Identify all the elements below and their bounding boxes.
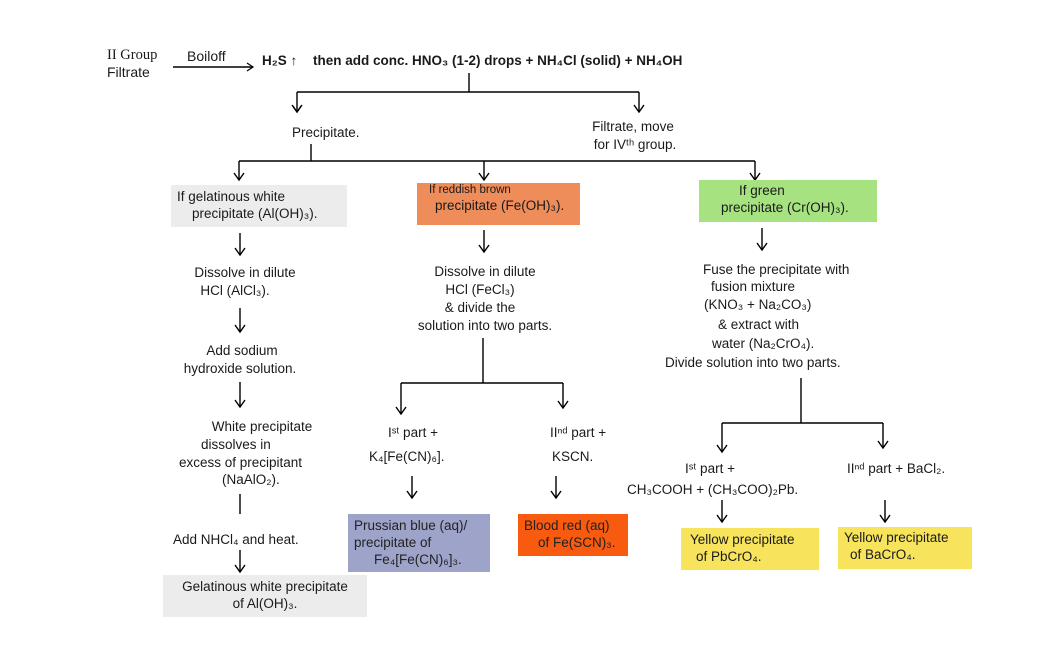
aluminium-step3-line2: dissolves in — [201, 437, 271, 452]
chromium-part1-line1: Iˢᵗ part + — [685, 461, 735, 476]
chromium-condition-line2: precipitate (Cr(OH)₃). — [721, 200, 849, 215]
aluminium-result-box: Gelatinous white precipitate of Al(OH)₃. — [163, 575, 367, 617]
iron-part2-line2: KSCN. — [552, 449, 594, 464]
aluminium-step3-line3: excess of precipitant — [179, 455, 303, 470]
aluminium-result-line2: of Al(OH)₃. — [232, 596, 298, 611]
aluminium-step3-line4: (NaAlO₂). — [222, 472, 280, 487]
aluminium-step1-line1: Dissolve in dilute — [194, 265, 296, 280]
aluminium-result-line1: Gelatinous white precipitate — [182, 579, 348, 594]
iron-step1-line1: Dissolve in dilute — [434, 264, 536, 279]
aluminium-step2-line1: Add sodium — [206, 343, 278, 358]
aluminium-step3-line1: White precipitate — [211, 419, 313, 434]
bacro4-result-box: Yellow precipitate of BaCrO₄. — [838, 527, 972, 569]
chromium-step1-line3: (KNO₃ + Na₂CO₃) — [704, 297, 812, 312]
prussian-result-line3: Fe₄[Fe(CN)₆]₃. — [374, 552, 462, 567]
iron-step1-line3: & divide the — [444, 300, 516, 315]
pbcro4-result-box: Yellow precipitate of PbCrO₄. — [681, 528, 819, 570]
start-label-line1: II Group — [107, 47, 158, 63]
filtrate-label-line1: Filtrate, move — [592, 119, 674, 134]
precipitate-label: Precipitate. — [292, 125, 360, 140]
prussian-result-line1: Prussian blue (aq)/ — [354, 518, 468, 533]
blood-red-result-line2: of Fe(SCN)₃. — [538, 535, 616, 550]
iron-condition-box: If reddish brown precipitate (Fe(OH)₃). — [417, 183, 580, 225]
iron-part1-line1: Iˢᵗ part + — [388, 425, 438, 440]
pbcro4-result-line1: Yellow precipitate — [690, 532, 795, 547]
prussian-blue-result-box: Prussian blue (aq)/ precipitate of Fe₄[F… — [348, 514, 490, 572]
iron-step1-line4: solution into two parts. — [417, 318, 553, 333]
prussian-result-line2: precipitate of — [354, 535, 432, 550]
bacro4-result-line2: of BaCrO₄. — [850, 547, 916, 562]
reagent-text: then add conc. HNO₃ (1-2) drops + NH₄Cl … — [313, 53, 683, 68]
bacro4-result-line1: Yellow precipitate — [844, 530, 949, 545]
chromium-part1-line2: CH₃COOH + (CH₃COO)₂Pb. — [627, 482, 799, 497]
chromium-step1-line4: & extract with — [718, 317, 800, 332]
pbcro4-result-line2: of PbCrO₄. — [696, 549, 762, 564]
chromium-step1-line1: Fuse the precipitate with — [703, 262, 850, 277]
iron-condition-line2: precipitate (Fe(OH)₃). — [435, 198, 565, 213]
aluminium-condition-line2: precipitate (Al(OH)₃). — [192, 206, 318, 221]
iron-part1-line2: K₄[Fe(CN)₆]. — [369, 449, 445, 464]
boiloff-label: Boiloff — [187, 48, 226, 64]
aluminium-step2-line2: hydroxide solution. — [183, 361, 297, 376]
iron-condition-line1: If reddish brown — [429, 184, 511, 196]
blood-red-result-box: Blood red (aq) of Fe(SCN)₃. — [518, 514, 628, 556]
iron-part2-line1: IIⁿᵈ part + — [550, 425, 607, 440]
blood-red-result-line1: Blood red (aq) — [524, 518, 610, 533]
chromium-part2-line1: IIⁿᵈ part + BaCl₂. — [847, 461, 946, 476]
chromium-condition-line1: If green — [739, 183, 785, 198]
start-label-line2: Filtrate — [107, 64, 150, 80]
aluminium-condition-box: If gelatinous white precipitate (Al(OH)₃… — [171, 185, 347, 227]
filtrate-label-line2: for IVᵗʰ group. — [593, 137, 677, 152]
h2s-label: H₂S ↑ — [262, 53, 298, 68]
chromium-step1-line2: fusion mixture — [711, 279, 796, 294]
aluminium-step1-line2: HCl (AlCl₃). — [200, 283, 270, 298]
chromium-condition-box: If green precipitate (Cr(OH)₃). — [699, 180, 877, 222]
chromium-step1-line5: water (Na₂CrO₄). — [712, 336, 815, 351]
chromium-step1-line6: Divide solution into two parts. — [665, 355, 841, 370]
aluminium-step4: Add NHCl₄ and heat. — [173, 532, 299, 547]
iron-step1-line2: HCl (FeCl₃) — [445, 282, 515, 297]
aluminium-condition-line1: If gelatinous white — [177, 189, 286, 204]
